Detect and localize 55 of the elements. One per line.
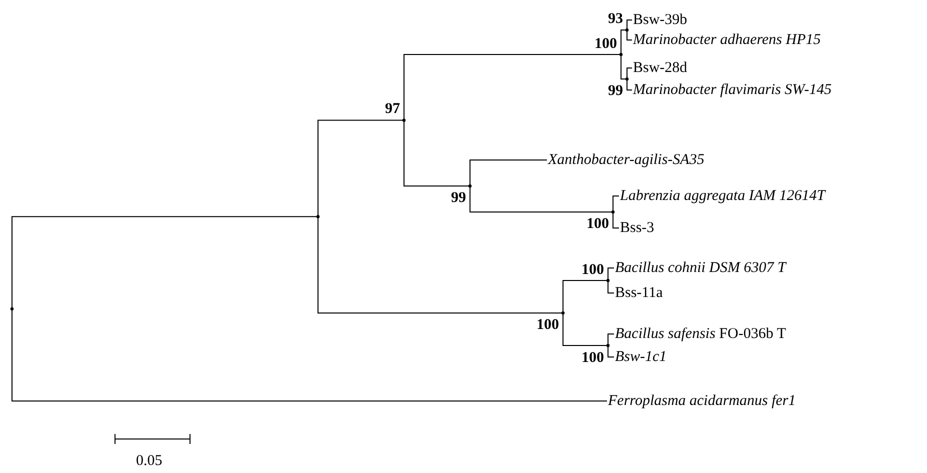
tree-branch xyxy=(626,78,632,90)
tree-branch xyxy=(12,308,608,402)
taxon-label: Bacillus cohnii DSM 6307 T xyxy=(615,259,786,277)
bootstrap-value: 100 xyxy=(594,34,617,52)
tree-branch xyxy=(608,334,614,346)
taxon-label: Bsw-39b xyxy=(633,11,688,29)
branch-node xyxy=(625,28,629,32)
bootstrap-value: 100 xyxy=(536,316,559,334)
taxon-label: Marinobacter flavimaris SW-145 xyxy=(633,81,832,99)
taxon-label: Bsw-28d xyxy=(633,59,688,77)
bootstrap-value: 99 xyxy=(451,189,466,207)
tree-branch xyxy=(608,268,614,281)
tree-branch xyxy=(612,212,620,228)
tree-branch xyxy=(626,68,632,80)
scale-label: 0.05 xyxy=(136,452,162,470)
taxon-label: Bss-3 xyxy=(620,219,654,237)
tree-branch xyxy=(562,280,608,314)
bootstrap-value: 97 xyxy=(385,100,400,118)
tree-branch xyxy=(612,196,620,212)
taxon-label: Labrenzia aggregata IAM 12614T xyxy=(620,187,826,205)
tree-branch xyxy=(626,30,632,40)
tree-branch xyxy=(470,186,614,212)
tree-branch xyxy=(470,160,548,186)
taxon-label: Bacillus safensis FO-036b T xyxy=(615,325,786,343)
tree-branch xyxy=(318,120,404,218)
branch-node xyxy=(606,278,610,282)
taxon-label: Bsw-1c1 xyxy=(615,348,667,366)
bootstrap-value: 100 xyxy=(586,215,609,233)
bootstrap-value: 100 xyxy=(582,348,604,366)
tree-branch xyxy=(12,216,318,310)
tree-branch xyxy=(626,20,632,30)
branch-node xyxy=(402,118,406,122)
branch-node xyxy=(316,215,320,218)
branch-node xyxy=(10,307,14,310)
branch-node xyxy=(625,77,629,81)
bootstrap-value: 100 xyxy=(582,260,604,278)
bootstrap-value: 99 xyxy=(608,82,623,100)
branch-node xyxy=(611,210,615,214)
taxon-label: Xanthobacter-agilis-SA35 xyxy=(548,151,704,169)
tree-branch xyxy=(608,280,614,294)
tree-branch xyxy=(620,54,628,80)
tree-branch xyxy=(404,120,470,186)
tree-branch xyxy=(608,345,614,358)
bootstrap-value: 93 xyxy=(608,10,623,28)
tree-branch xyxy=(404,54,622,121)
taxon-label: Bss-11a xyxy=(615,284,663,302)
taxon-label: Marinobacter adhaerens HP15 xyxy=(633,31,821,49)
branch-node xyxy=(606,344,610,348)
tree-branch xyxy=(620,30,628,55)
tree-branch xyxy=(318,216,564,314)
taxon-label: Ferroplasma acidarmanus fer1 xyxy=(608,392,796,410)
branch-node xyxy=(468,184,472,188)
tree-branch xyxy=(562,312,608,346)
branch-node xyxy=(561,311,565,315)
branch-node xyxy=(619,52,623,56)
